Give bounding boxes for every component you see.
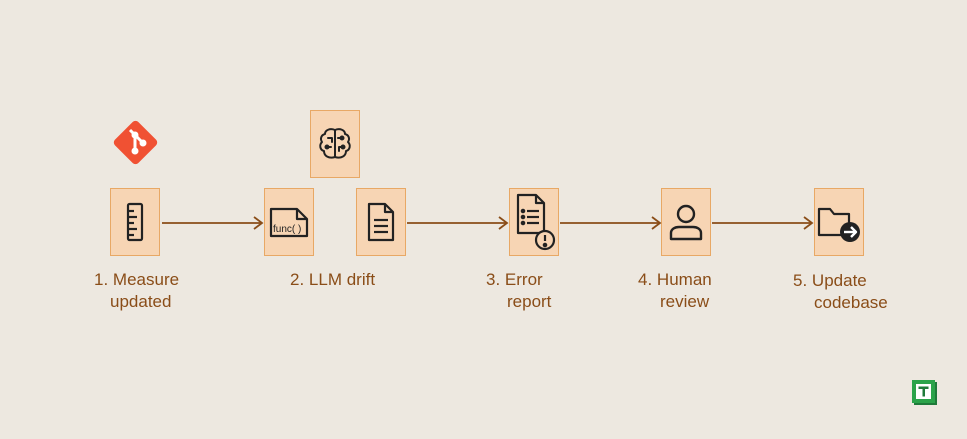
document-warning-icon [516,193,556,251]
step2-label: 2. LLM drift [290,269,375,291]
git-icon [108,115,163,170]
step3-line1: Error [504,270,543,289]
step5-number: 5. [793,271,808,290]
arrow-4-5 [712,216,814,230]
folder-arrow-icon [817,207,860,242]
step3-node [509,188,559,256]
brain-node [310,110,360,178]
step4-number: 4. [638,270,653,289]
func-label: func( ) [273,224,301,235]
step2-doc-node [356,188,406,256]
step1-node [110,188,160,256]
arrow-1-2 [162,216,264,230]
user-icon [669,204,703,241]
t-logo-icon [910,378,940,408]
ruler-icon [126,202,144,242]
arrow-2-3 [407,216,509,230]
step1-line1: Measure [112,270,180,289]
step2-line1: LLM drift [308,270,376,289]
step1-label: 1. Measure updated [94,269,179,313]
step4-node [661,188,711,256]
step5-label: 5. Update codebase [793,270,888,314]
step3-line2: report [507,292,552,311]
step5-line2: codebase [814,293,888,312]
step1-number: 1. [94,270,109,289]
step5-node [814,188,864,256]
step4-line1: Human [656,270,712,289]
document-icon [367,202,395,242]
step5-line1: Update [811,271,867,290]
step3-label: 3. Error report [486,269,551,313]
step4-line2: review [660,292,710,311]
step2-number: 2. [290,270,305,289]
step3-number: 3. [486,270,501,289]
brain-icon [319,128,351,159]
step1-line2: updated [110,292,172,311]
step2-func-node: func( ) [264,188,314,256]
arrow-3-4 [560,216,662,230]
step4-label: 4. Human review [638,269,712,313]
function-file-icon: func( ) [269,207,309,238]
